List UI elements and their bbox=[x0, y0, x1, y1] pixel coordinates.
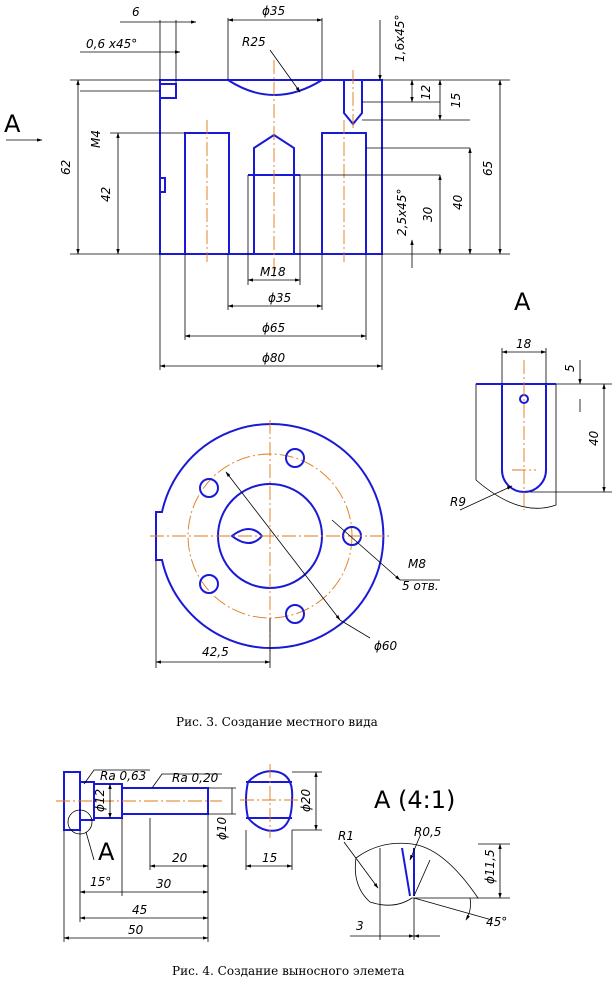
dim-ra020: Ra 0,20 bbox=[172, 771, 219, 785]
dim-r05: R0,5 bbox=[414, 825, 441, 839]
detail-label: A bbox=[98, 838, 115, 866]
dim-15: 15 bbox=[449, 93, 463, 108]
local-view-a: A 18 5 40 R9 bbox=[450, 288, 612, 511]
dim-r1: R1 bbox=[338, 829, 354, 843]
dim-d10: ϕ10 bbox=[215, 816, 229, 840]
local-view-label: A bbox=[514, 288, 531, 316]
dim-65: 65 bbox=[481, 161, 495, 176]
local-view-outline bbox=[475, 383, 557, 509]
view-label-a: A bbox=[4, 110, 21, 138]
dim-r25: R25 bbox=[242, 35, 266, 49]
shaft-view: Ra 0,63 Ra 0,20 ϕ12 ϕ10 A 20 15° 30 45 5… bbox=[56, 769, 236, 942]
dim-40: 40 bbox=[451, 194, 465, 210]
dim-angle15: 15° bbox=[90, 875, 111, 889]
dim-3: 3 bbox=[356, 919, 364, 933]
dim-d12: ϕ12 bbox=[93, 789, 107, 812]
top-view: M8 5 отв. ϕ60 42,5 bbox=[150, 420, 440, 668]
dim-d35-bottom: ϕ35 bbox=[268, 291, 291, 305]
dim-a18: 18 bbox=[516, 337, 532, 351]
dim-12: 12 bbox=[419, 85, 433, 100]
detail-view: A (4:1) R1 R0,5 ϕ11,5 3 45° bbox=[338, 786, 510, 940]
dim-30: 30 bbox=[156, 877, 172, 891]
top-view-outline bbox=[155, 423, 385, 649]
dim-d60: ϕ60 bbox=[374, 639, 398, 653]
dim-d115: ϕ11,5 bbox=[483, 849, 497, 884]
dim-d80: ϕ80 bbox=[262, 351, 286, 365]
dim-20: 20 bbox=[172, 851, 188, 865]
dim-a40: 40 bbox=[587, 430, 601, 446]
r25-recess bbox=[224, 79, 326, 96]
end-view-outline bbox=[245, 770, 294, 832]
dim-holes: 5 отв. bbox=[402, 579, 439, 593]
dim-62: 62 bbox=[59, 160, 73, 175]
left-groove bbox=[159, 83, 177, 99]
dim-d425: 42,5 bbox=[202, 645, 229, 659]
section-dimensions bbox=[6, 18, 510, 370]
dim-r9: R9 bbox=[450, 495, 466, 509]
dim-angle45: 45° bbox=[486, 915, 507, 929]
dim-50: 50 bbox=[128, 923, 144, 937]
detail-title: A (4:1) bbox=[374, 786, 455, 814]
dim-d20-diam: ϕ20 bbox=[299, 788, 313, 812]
dim-d35-top: ϕ35 bbox=[262, 4, 285, 18]
shaft-end-view: ϕ20 15 bbox=[240, 764, 322, 870]
section-labels: 6 0,6 x45° ϕ35 R25 1,6x45° M4 62 42 12 1… bbox=[4, 4, 495, 365]
fig3-caption: Рис. 3. Создание местного вида bbox=[176, 715, 378, 729]
dim-6: 6 bbox=[132, 5, 140, 19]
dim-a5: 5 bbox=[563, 364, 577, 372]
section-view bbox=[80, 60, 383, 280]
detail-outline bbox=[354, 842, 479, 906]
fig4-caption: Рис. 4. Создание выносного элемета bbox=[172, 964, 405, 978]
dim-chamfer-small: 0,6 x45° bbox=[86, 37, 137, 51]
dim-42: 42 bbox=[99, 187, 113, 202]
dim-chamfer-25: 2,5x45° bbox=[395, 189, 409, 236]
dim-15: 15 bbox=[262, 851, 277, 865]
dim-chamfer-16: 1,6x45° bbox=[393, 15, 407, 62]
left-step bbox=[160, 177, 166, 193]
dim-m18: M18 bbox=[260, 265, 286, 279]
dim-ra063: Ra 0,63 bbox=[100, 769, 146, 783]
dim-30: 30 bbox=[421, 206, 435, 222]
dim-m8: M8 bbox=[408, 557, 426, 571]
dim-d65: ϕ65 bbox=[262, 321, 285, 335]
dim-m4: M4 bbox=[89, 130, 103, 148]
dim-45: 45 bbox=[132, 903, 147, 917]
